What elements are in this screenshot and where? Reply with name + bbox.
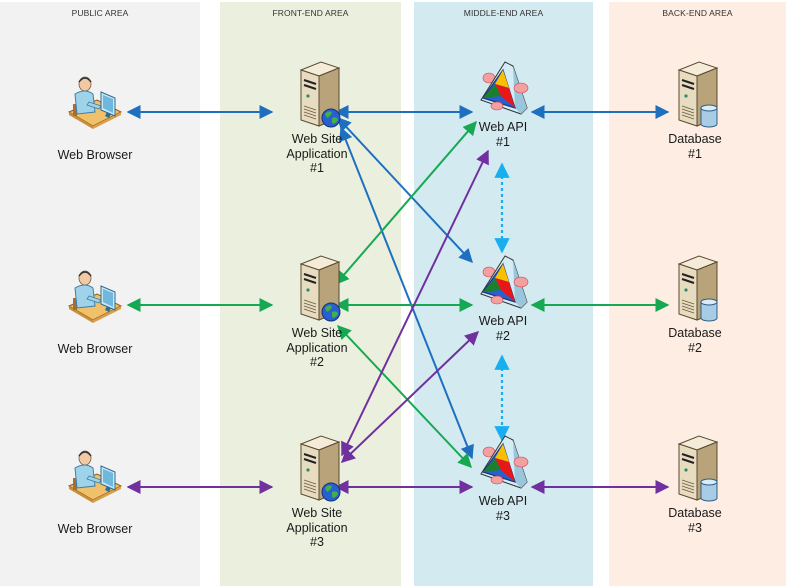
database-server-icon bbox=[677, 61, 719, 128]
user-workstation-icon bbox=[67, 450, 123, 503]
web-server-icon bbox=[299, 61, 341, 128]
database-cylinder-icon bbox=[700, 298, 718, 322]
api-2-node[interactable]: Web API #2 bbox=[448, 252, 558, 343]
website-2-node[interactable]: Web Site Application #2 bbox=[262, 254, 372, 370]
web-server-icon bbox=[299, 435, 341, 502]
database-server-icon bbox=[677, 435, 719, 502]
browser-1-node[interactable]: Web Browser bbox=[40, 72, 150, 163]
node-label: Web API #1 bbox=[478, 120, 528, 149]
database-cylinder-icon bbox=[700, 104, 718, 128]
web-service-icon bbox=[480, 255, 529, 309]
node-label: Web Site Application #1 bbox=[286, 132, 348, 175]
browser-3-node[interactable]: Web Browser bbox=[40, 446, 150, 537]
node-label: Web Site Application #2 bbox=[286, 326, 348, 369]
globe-icon bbox=[321, 108, 341, 128]
globe-icon bbox=[321, 302, 341, 322]
api-3-node[interactable]: Web API #3 bbox=[448, 432, 558, 523]
user-workstation-icon bbox=[67, 76, 123, 129]
lane-title: MIDDLE-END AREA bbox=[463, 8, 544, 18]
website-3-node[interactable]: Web Site Application #3 bbox=[262, 434, 372, 550]
lane-title: FRONT-END AREA bbox=[272, 8, 349, 18]
website-1-node[interactable]: Web Site Application #1 bbox=[262, 60, 372, 176]
web-service-icon bbox=[480, 61, 529, 115]
lane-title: PUBLIC AREA bbox=[71, 8, 129, 18]
database-server-icon bbox=[677, 255, 719, 322]
node-label: Web Browser bbox=[57, 342, 133, 356]
node-label: Database #2 bbox=[668, 326, 722, 355]
node-label: Web Browser bbox=[57, 148, 133, 162]
web-service-icon bbox=[480, 435, 529, 489]
node-label: Web Browser bbox=[57, 522, 133, 536]
node-label: Web API #3 bbox=[478, 494, 528, 523]
node-label: Web API #2 bbox=[478, 314, 528, 343]
database-1-node[interactable]: Database #1 bbox=[640, 60, 750, 161]
database-2-node[interactable]: Database #2 bbox=[640, 254, 750, 355]
node-label: Web Site Application #3 bbox=[286, 506, 348, 549]
database-3-node[interactable]: Database #3 bbox=[640, 434, 750, 535]
node-label: Database #1 bbox=[668, 132, 722, 161]
browser-2-node[interactable]: Web Browser bbox=[40, 266, 150, 357]
user-workstation-icon bbox=[67, 270, 123, 323]
globe-icon bbox=[321, 482, 341, 502]
web-server-icon bbox=[299, 255, 341, 322]
node-label: Database #3 bbox=[668, 506, 722, 535]
connection-website-3-to-api-2[interactable] bbox=[340, 331, 480, 463]
api-1-node[interactable]: Web API #1 bbox=[448, 58, 558, 149]
lane-title: BACK-END AREA bbox=[662, 8, 733, 18]
database-cylinder-icon bbox=[700, 478, 718, 502]
